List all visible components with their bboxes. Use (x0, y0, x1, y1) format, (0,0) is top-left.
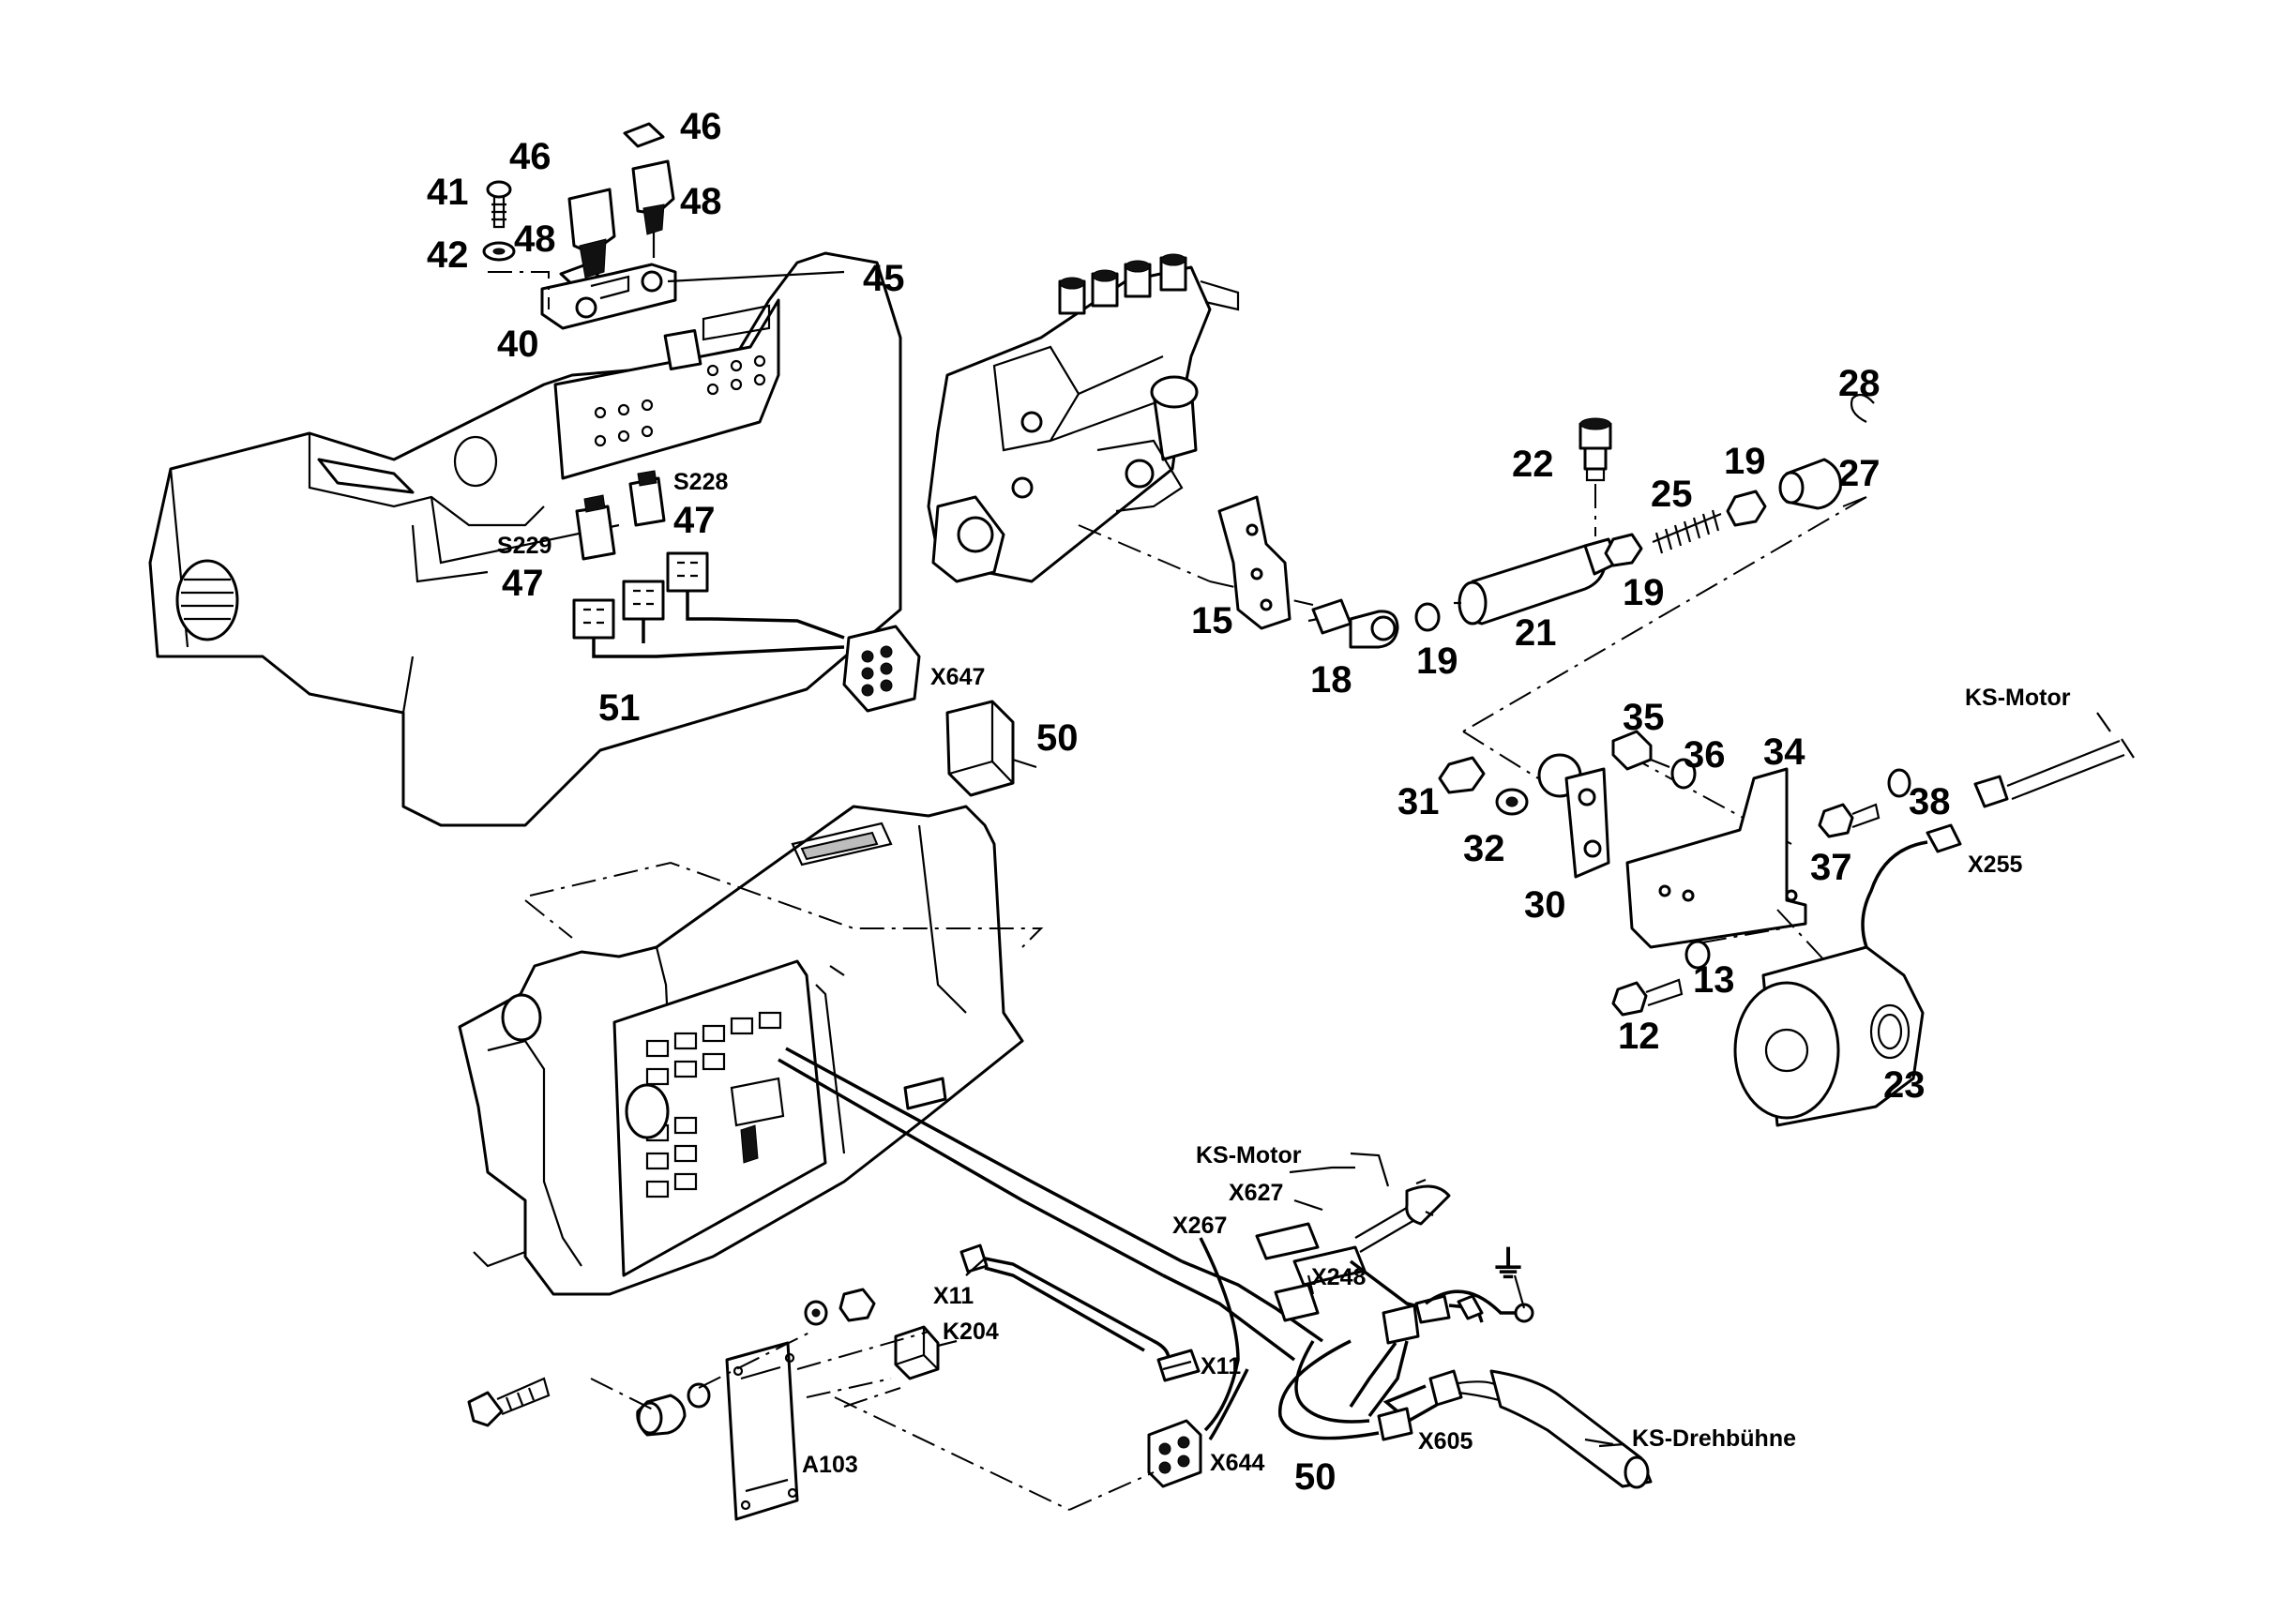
wiring-harness: ⏚ (590, 1047, 1653, 1521)
washer-19-lower (1414, 602, 1441, 632)
switch-assembly (482, 122, 677, 330)
injection-pump (927, 253, 1240, 583)
connector-cluster-51 (572, 551, 921, 713)
part-label: 19 (1416, 641, 1458, 682)
clip-28 (1850, 393, 1875, 423)
part-label: 13 (1693, 959, 1735, 1001)
part-label: 19 (1623, 572, 1665, 613)
cable-label-ks-motor: KS-Motor (1196, 1142, 1302, 1168)
connector-label: X255 (1968, 852, 2022, 878)
connector-label: A103 (802, 1452, 858, 1478)
part-label: 23 (1883, 1064, 1926, 1106)
part-label: 50 (1294, 1456, 1337, 1498)
part-label: 36 (1684, 734, 1726, 776)
part-label: 37 (1810, 847, 1852, 888)
cable-label-ks-drehbuehne: KS-Drehbühne (1632, 1425, 1796, 1452)
connector-label: X647 (930, 664, 985, 690)
wire-50-lower (1294, 1340, 1370, 1424)
part-label: 28 (1838, 363, 1881, 404)
bracket-15 (1217, 495, 1292, 630)
part-label: 22 (1512, 444, 1554, 485)
cylinder-21 (1454, 537, 1620, 626)
part-label: 31 (1397, 781, 1440, 822)
console-frame (458, 805, 1044, 1427)
part-label: 46 (680, 106, 722, 147)
connector-label: X627 (1229, 1180, 1283, 1206)
part-label: 15 (1191, 600, 1233, 641)
connector-label: X248 (1311, 1264, 1366, 1290)
relay-50-upper (945, 700, 1037, 797)
part-number-labels: 46 46 48 48 41 42 40 45 28 22 25 19 27 1… (427, 106, 1951, 1498)
part-label: 42 (427, 234, 469, 276)
connector-label: X11 (1201, 1353, 1241, 1379)
part-label: 47 (673, 500, 716, 541)
part-label: 32 (1463, 828, 1505, 869)
part-label: 19 (1724, 441, 1766, 482)
pressure-switch-22 (1578, 417, 1612, 536)
part-label: 47 (502, 563, 544, 604)
part-label: 40 (497, 324, 539, 365)
ground-symbol: ⏚ (1489, 1244, 1527, 1286)
nut-19-middle (1604, 533, 1643, 567)
part-label: 45 (863, 258, 905, 299)
cable-label-ks-motor: KS-Motor (1965, 685, 2071, 711)
part-label: 18 (1310, 659, 1352, 701)
switch-s228-s229 (575, 470, 666, 561)
connector-label: X267 (1172, 1213, 1227, 1239)
part-label: 12 (1618, 1016, 1660, 1057)
part-label: 46 (509, 136, 551, 177)
connector-labels: S228 S229 X647 X255 X627 X267 X248 X11 X… (497, 469, 2022, 1478)
part-label: 35 (1623, 697, 1665, 738)
connector-label: K204 (943, 1319, 999, 1345)
console-housing (148, 251, 902, 827)
nut-19-upper (1726, 490, 1767, 527)
part-label: 41 (427, 172, 469, 213)
part-label: 21 (1515, 612, 1557, 654)
part-label: 34 (1763, 731, 1805, 773)
part-label: 51 (598, 687, 641, 729)
callout-leaders (667, 270, 2111, 1448)
actuator-assembly (1438, 730, 2135, 1127)
part-label: 48 (514, 219, 556, 260)
spring-25 (1652, 509, 1722, 554)
part-label: 48 (680, 181, 722, 222)
connector-label: X605 (1418, 1428, 1473, 1455)
part-label: 38 (1909, 781, 1951, 822)
cable-labels: KS-Motor KS-Motor KS-Drehbühne (1196, 685, 2071, 1452)
part-label: 25 (1651, 474, 1693, 515)
connector-label: S228 (673, 469, 728, 495)
connector-label: X11 (933, 1283, 974, 1309)
fitting-18 (1307, 598, 1399, 649)
part-label: 50 (1036, 717, 1079, 759)
connector-label: S229 (497, 533, 551, 559)
part-label: 27 (1838, 453, 1881, 494)
part-label: 30 (1524, 884, 1566, 926)
end-cap-27 (1778, 458, 1842, 510)
connector-label: X644 (1210, 1450, 1264, 1476)
